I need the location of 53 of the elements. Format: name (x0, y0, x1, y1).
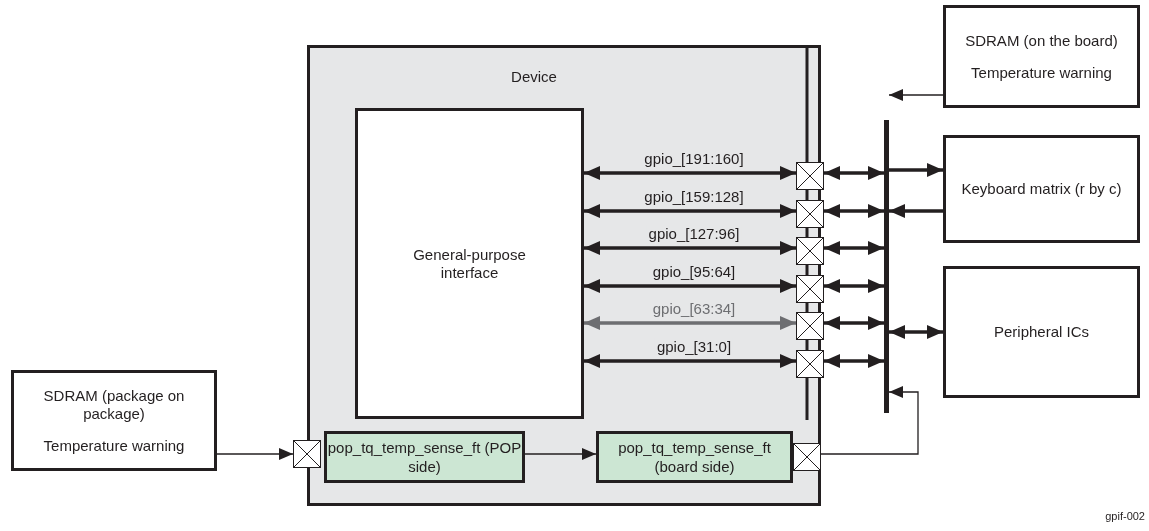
io-pad (793, 443, 821, 471)
io-pad (796, 200, 824, 228)
figure-id: gpif-002 (1105, 510, 1145, 522)
arrow (584, 204, 796, 218)
bus-bar (884, 120, 889, 413)
arrow (584, 241, 796, 255)
arrow (824, 354, 884, 368)
arrow (584, 279, 796, 293)
signal-block (596, 431, 793, 483)
component-box (11, 370, 217, 471)
io-pad (796, 275, 824, 303)
arrow (584, 354, 796, 368)
arrow (216, 448, 294, 460)
interface-block (355, 108, 584, 419)
io-pad (796, 312, 824, 340)
edge-label: gpio_[159:128] (642, 188, 746, 205)
node-label: SDRAM (package on package) (42, 386, 186, 423)
node-label: Keyboard matrix (r by c) (961, 180, 1122, 198)
io-pad (293, 440, 321, 468)
arrow (824, 166, 884, 180)
node-label: pop_tq_temp_sense_ft (board side) (617, 438, 772, 476)
device-heading: Device (510, 68, 558, 86)
arrow (820, 386, 919, 455)
arrow (889, 325, 943, 339)
io-pad (796, 237, 824, 265)
edge-label: gpio_[191:160] (642, 150, 746, 167)
device-box (307, 45, 821, 506)
arrow (584, 166, 796, 180)
edge-label: gpio_[63:34] (650, 300, 738, 317)
node-label: General-purpose interface (412, 245, 527, 282)
edge-label: gpio_[127:96] (646, 225, 742, 242)
node-label: SDRAM (on the board) (965, 31, 1118, 50)
arrow (584, 316, 796, 330)
signal-label: Temperature warning (971, 63, 1112, 82)
node-label: Peripheral ICs (993, 323, 1089, 341)
signal-block (324, 431, 525, 483)
component-box (943, 135, 1140, 243)
arrow (824, 316, 884, 330)
arrow (824, 241, 884, 255)
arrow (889, 163, 943, 177)
io-pad (796, 162, 824, 190)
arrow (889, 204, 943, 218)
arrow (824, 204, 884, 218)
arrow (524, 448, 597, 460)
arrow (824, 279, 884, 293)
io-pad (796, 350, 824, 378)
edge-label: gpio_[95:64] (650, 263, 738, 280)
node-label: pop_tq_temp_sense_ft (POP side) (327, 438, 522, 476)
signal-label: Temperature warning (43, 436, 185, 455)
arrow (888, 89, 944, 101)
component-box (943, 266, 1140, 398)
component-box (943, 5, 1140, 108)
edge-label: gpio_[31:0] (654, 338, 734, 355)
